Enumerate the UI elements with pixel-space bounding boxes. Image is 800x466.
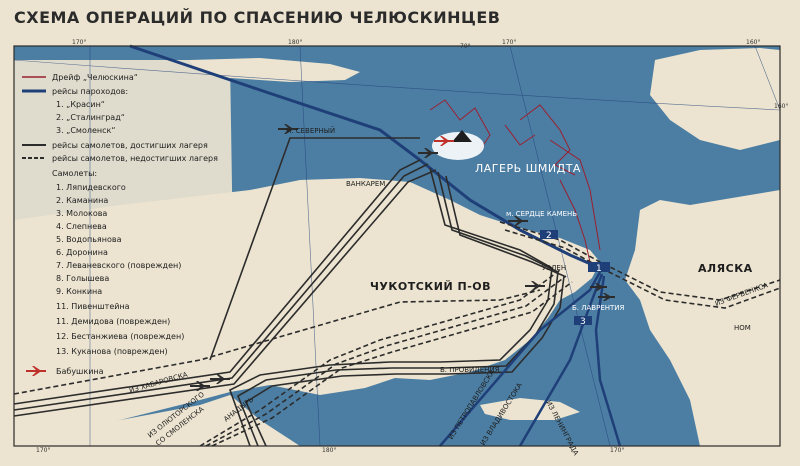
legend-panel [14,60,235,390]
legend-ship-3: 3. „Смоленск“ [56,126,115,135]
ships-group: 1 3 2 [540,230,610,327]
legend-plane: 5. Водопьянова [56,235,122,244]
flight-route-not-reached [205,275,567,447]
ship-route-leningrad [594,275,622,447]
label-schmidt-camp: ЛАГЕРЬ ШМИДТА [475,162,581,175]
camp-tent [452,130,472,142]
plane-icons [190,124,615,391]
drift-segment [559,179,591,263]
label-nome: НОМ [734,324,751,332]
legend-babushkin: Бабушкина [56,367,104,376]
flight-route-not-reached [504,229,781,309]
ship-number-3: 3 [580,317,586,327]
legend-plane: 6. Доронина [56,248,108,257]
flight-route-reached [236,171,559,447]
flight-route-not-reached [199,269,561,447]
label-alaska: АЛЯСКА [698,262,753,275]
flight-route-reached [13,159,421,405]
degree-mark-bottom: 170° [36,447,50,454]
plane-icon [598,293,615,301]
land-alaska-north [650,48,780,150]
plane-icon [508,216,528,226]
legend-ships-header: рейсы пароходов: [52,87,128,96]
degree-mark-top: 170° [72,39,86,46]
ship-marker [540,230,558,239]
legend-plane: 12. Бестанжиева (поврежден) [56,332,184,341]
flight-route-reached [13,169,437,417]
flight-route-reached [209,137,420,361]
legend-ship-2: 2. „Сталинград“ [56,113,125,122]
legend-plane: 3. Молокова [56,209,107,218]
plane-icon [278,124,298,134]
legend-plane: 2. Каманина [56,196,108,205]
plane-icon [190,381,210,391]
drift-segment [519,104,576,176]
ship-marker [574,316,592,325]
degree-mark-right: 160° [774,103,788,110]
flight-route-reached [244,175,565,447]
legend-babushkin-plane-icon [26,366,46,376]
label-chukotka: ЧУКОТСКИЙ П-ОВ [370,280,491,293]
drift-segment [549,139,601,251]
degree-mark-top: 180° [288,39,302,46]
plane-icon [525,281,545,291]
label-vankarem: ВАНКАРЕМ [346,180,385,188]
legend-plane: 9. Конкина [56,287,102,296]
legend-ship-1: 1. „Красин“ [56,100,105,109]
plane-icon [210,374,230,384]
drift-segment [504,124,536,146]
degree-mark-bottom: 170° [610,447,624,454]
ship-route-smolensk [439,271,602,447]
legend-plane: 4. Слепнева [56,222,107,231]
legend-flights-not-reached: рейсы самолетов, недостигших лагеря [52,154,218,163]
label-lavrentiya: Б. ЛАВРЕНТИЯ [572,304,625,312]
legend-flights-reached: рейсы самолетов, достигших лагеря [52,141,208,150]
map-frame [13,45,781,447]
legend-plane: 7. Леваневского (поврежден) [56,261,181,270]
legend: Дрейф „Челюскина“ рейсы пароходов: 1. „К… [22,73,218,376]
graticule-meridian [754,45,781,111]
legend-planes-header: Самолеты: [52,169,97,178]
ship-number-1: 1 [596,264,602,274]
label-provideniya: Б. ПРОВИДЕНИЯ [440,366,500,374]
ship-route-krasin [129,44,601,270]
plane-icon [418,148,438,158]
plane-icon [590,283,607,291]
legend-plane: 1. Ляпидевского [56,183,126,192]
flight-route-reached [13,163,429,411]
land-alaska [625,190,780,446]
map-title: СХЕМА ОПЕРАЦИЙ ПО СПАСЕНИЮ ЧЕЛЮСКИНЦЕВ [14,8,501,27]
degree-mark-top: 170° [502,39,516,46]
land-st-lawrence [480,398,580,420]
degree-mark-top: 160° [746,39,760,46]
legend-plane: 11. Пивенштейна [56,302,130,311]
flight-route-not-reached [211,281,573,447]
plane-icon-babushkin [434,136,454,146]
ship-marker [588,262,610,272]
flight-route-reached [229,167,553,447]
label-serdtse-kamen: м. СЕРДЦЕ КАМЕНЬ [506,210,577,218]
legend-plane: 8. Голышева [56,274,109,283]
ship-number-2: 2 [546,231,552,241]
label-uelen: УЭЛЕН [542,264,566,272]
degree-mark-bottom: 180° [322,447,336,454]
graticule-parallel [13,59,781,111]
drift-segment [429,99,491,151]
flights-reached [13,137,565,447]
legend-plane: 13. Куканова (поврежден) [56,347,168,356]
legend-plane: 11. Демидова (поврежден) [56,317,170,326]
legend-drift-label: Дрейф „Челюскина“ [52,73,138,82]
label-cape-severny: м. СЕВЕРНЫЙ [286,126,335,135]
drift-path [429,99,601,263]
